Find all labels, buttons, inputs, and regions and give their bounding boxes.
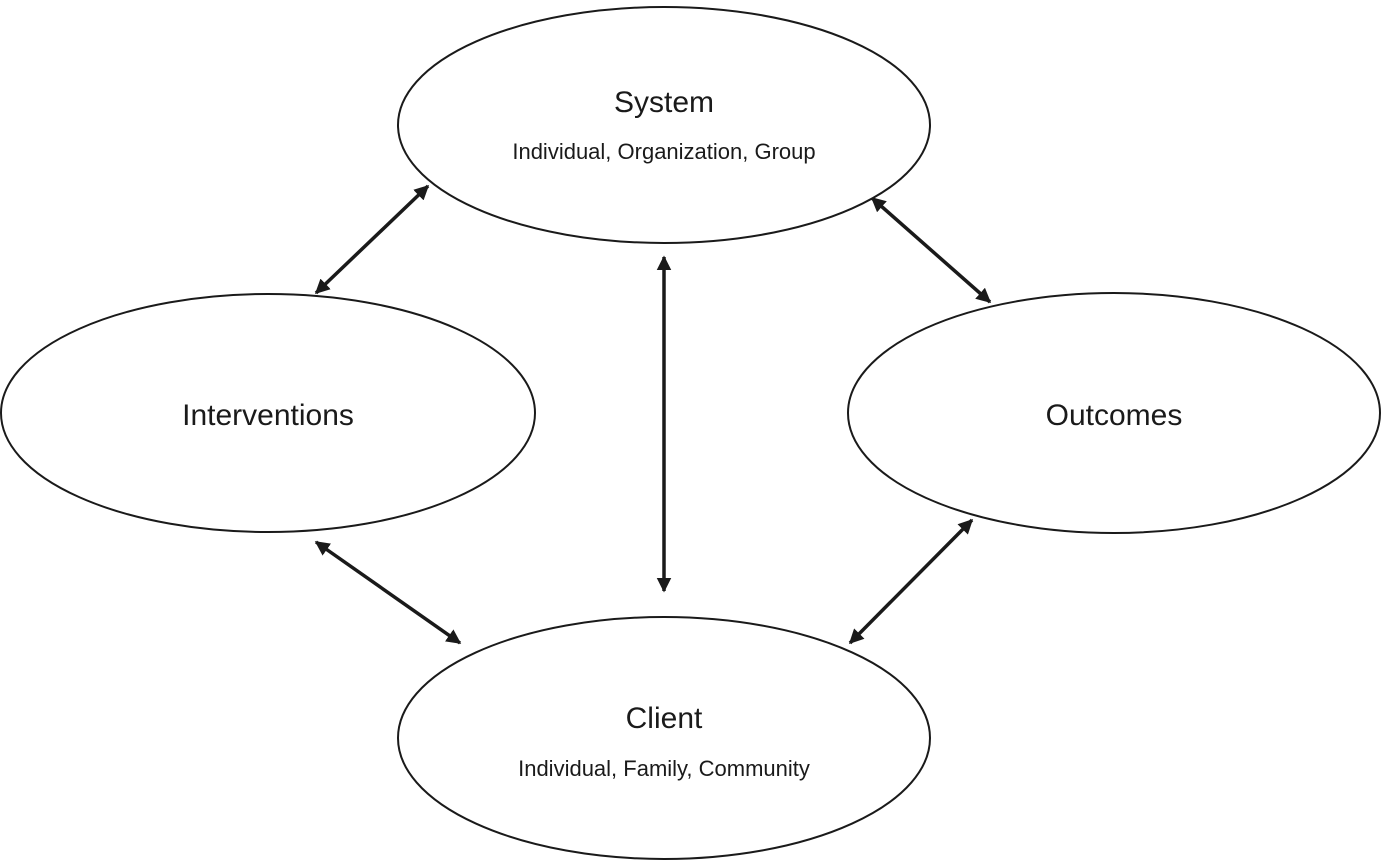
- connector-system-outcomes: [870, 196, 992, 304]
- connector-outcomes-client: [848, 518, 974, 645]
- connectors: [314, 184, 992, 645]
- node-outcomes: Outcomes: [847, 292, 1381, 534]
- node-system-ellipse: [397, 6, 931, 244]
- connector-system-interventions: [314, 184, 430, 295]
- node-system: System Individual, Organization, Group: [397, 6, 931, 244]
- node-interventions: Interventions: [0, 293, 536, 533]
- node-outcomes-title: Outcomes: [1046, 399, 1183, 432]
- node-system-title: System: [614, 86, 714, 119]
- node-outcomes-ellipse: [847, 292, 1381, 534]
- node-interventions-title: Interventions: [182, 399, 354, 432]
- node-client-ellipse: [397, 616, 931, 860]
- node-interventions-ellipse: [0, 293, 536, 533]
- node-client: Client Individual, Family, Community: [397, 616, 931, 860]
- node-system-subtitle: Individual, Organization, Group: [512, 139, 815, 164]
- node-client-subtitle: Individual, Family, Community: [518, 756, 810, 781]
- node-client-title: Client: [626, 702, 703, 735]
- connector-interventions-client: [314, 540, 462, 645]
